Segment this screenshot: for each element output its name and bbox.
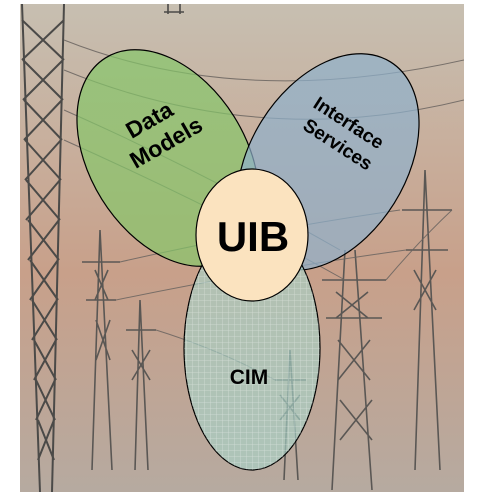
uib-label: UIB — [217, 213, 289, 260]
venn-diagram: Data Models Interface Services UIB CIM — [76, 49, 420, 471]
cim-label: CIM — [230, 366, 269, 389]
top-insulator-graphic — [164, 4, 184, 14]
left-tower-graphic — [21, 4, 65, 492]
uib-center-ellipse — [195, 168, 309, 302]
